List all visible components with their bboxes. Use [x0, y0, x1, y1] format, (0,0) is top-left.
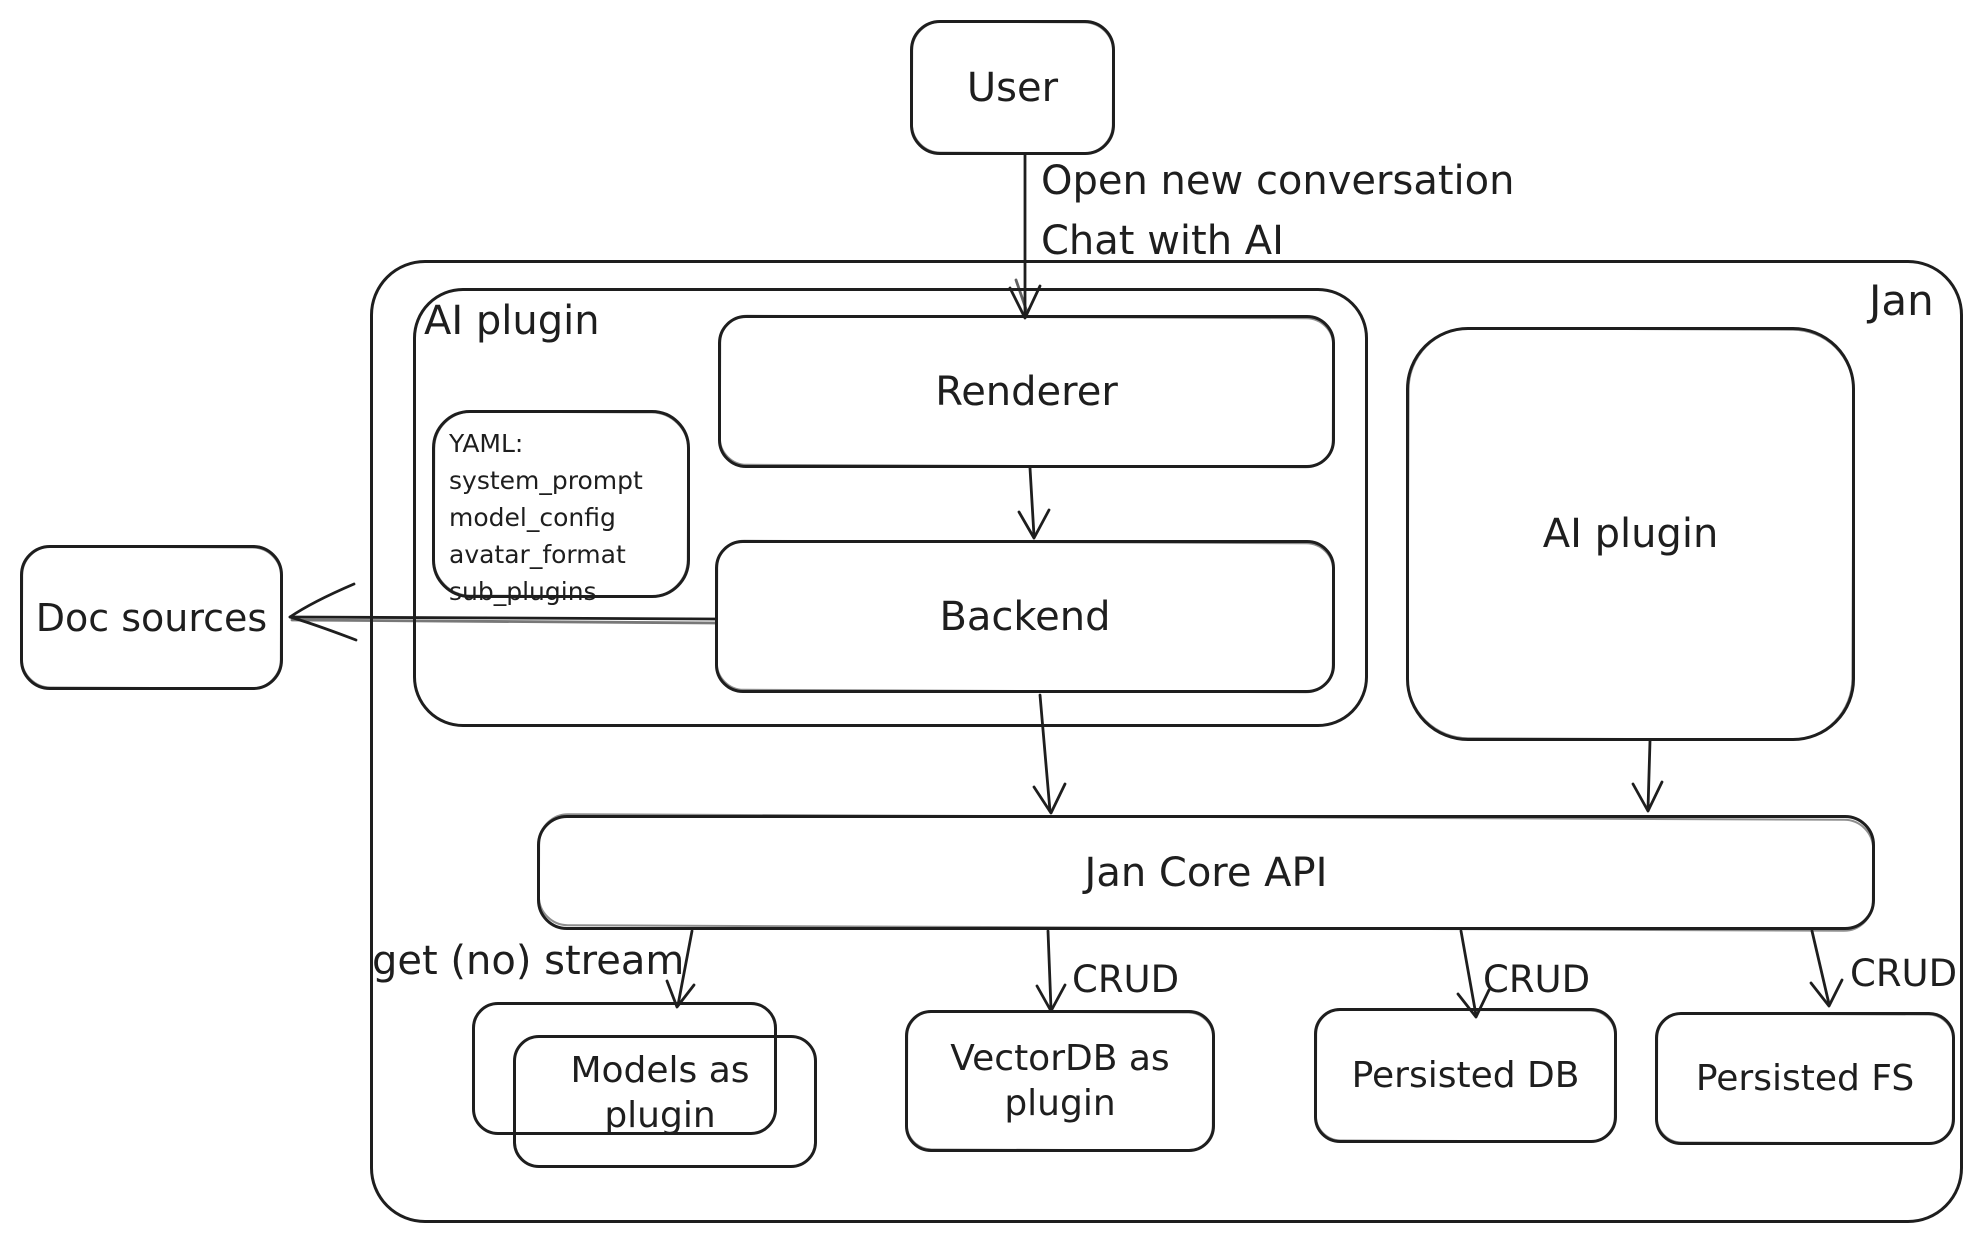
node-models-as-plugin: [513, 1035, 817, 1168]
node-models-as-plugin-label: Models as plugin: [570, 1050, 750, 1136]
node-renderer: Renderer: [718, 315, 1335, 468]
node-persisted-fs: Persisted FS: [1655, 1012, 1955, 1145]
arrow-ai-plugin-right-to-core: [1631, 739, 1664, 813]
node-backend-label: Backend: [939, 593, 1111, 640]
edge-label-crud-persisted-fs: CRUD: [1850, 952, 1958, 995]
container-ai-plugin-left: [413, 288, 1368, 727]
arrow-backend-to-doc-sources: [288, 582, 717, 642]
yaml-line: avatar_format: [449, 540, 626, 569]
node-ai-plugin-right-label: AI plugin: [1542, 511, 1719, 557]
yaml-line: system_prompt: [449, 466, 643, 495]
edge-label-chat-with-ai: Chat with AI: [1041, 218, 1284, 264]
container-ai-plugin-left-label: AI plugin: [424, 298, 600, 344]
node-yaml-note: YAML: system_prompt model_config avatar_…: [432, 410, 690, 606]
edge-label-open-new-conversation: Open new conversation: [1041, 158, 1515, 204]
edge-label-crud-vectordb: CRUD: [1072, 958, 1180, 1001]
node-vectordb-as-plugin-label: VectorDB as plugin: [950, 1038, 1170, 1124]
node-user-label: User: [966, 64, 1059, 111]
edge-label-crud-persisted-db: CRUD: [1483, 958, 1591, 1001]
arrow-renderer-to-backend: [1017, 466, 1051, 540]
node-vectordb-as-plugin: VectorDB as plugin: [905, 1010, 1215, 1152]
node-persisted-db-label: Persisted DB: [1351, 1055, 1580, 1096]
node-persisted-fs-label: Persisted FS: [1695, 1058, 1915, 1099]
arrow-backend-to-core: [1032, 693, 1067, 815]
yaml-line: sub_plugins: [449, 577, 597, 606]
arrow-core-to-persisted-fs: [1809, 929, 1844, 1008]
node-ai-plugin-right: AI plugin: [1406, 327, 1855, 741]
container-jan: [370, 260, 1963, 1223]
node-persisted-db: Persisted DB: [1314, 1008, 1617, 1143]
container-jan-label: Jan: [1869, 276, 1934, 325]
yaml-line: model_config: [449, 503, 616, 532]
arrow-core-to-models: [665, 929, 696, 1009]
node-models-as-plugin-outer: [472, 1002, 777, 1135]
edge-label-get-no-stream: get (no) stream: [372, 938, 685, 984]
node-doc-sources: Doc sources: [20, 545, 283, 690]
node-user: User: [910, 20, 1115, 155]
node-backend: Backend: [715, 540, 1335, 693]
node-jan-core-api-label: Jan Core API: [1084, 849, 1328, 896]
node-doc-sources-label: Doc sources: [35, 595, 268, 640]
yaml-line: YAML:: [449, 429, 524, 458]
node-jan-core-api: Jan Core API: [537, 815, 1875, 930]
node-renderer-label: Renderer: [935, 368, 1118, 415]
yaml-note-text: YAML: system_prompt model_config avatar_…: [435, 413, 653, 620]
